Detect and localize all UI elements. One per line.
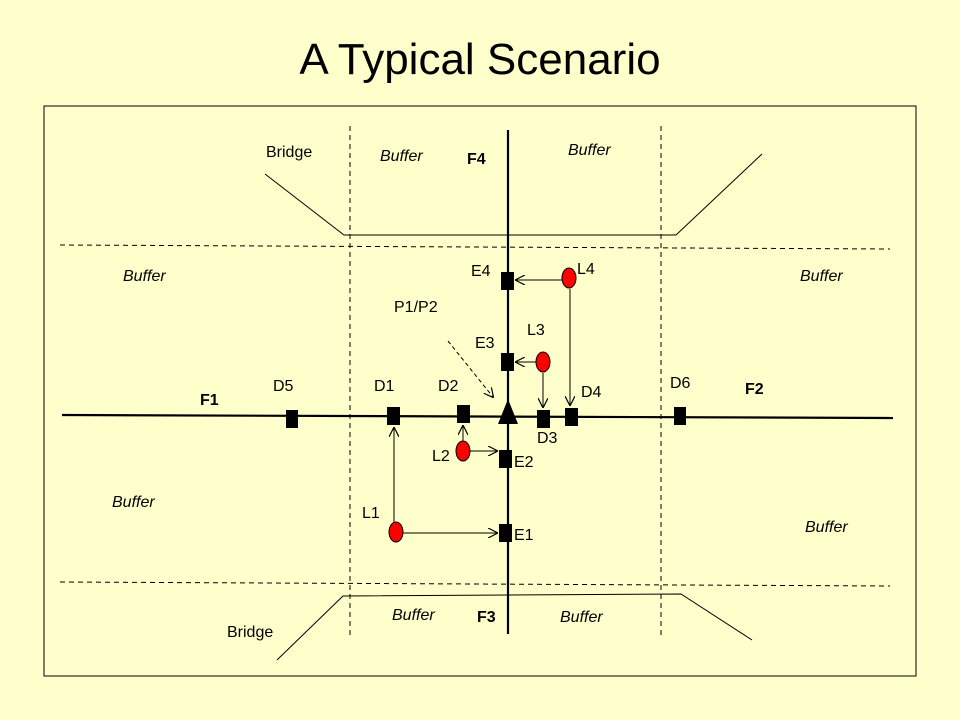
bridge-top-shape <box>264 153 763 236</box>
light-label-l1: L1 <box>362 505 380 522</box>
buffer-label-top-right: Buffer <box>568 142 611 159</box>
light-node-l2[interactable] <box>455 440 471 462</box>
exit-node-e3[interactable] <box>501 353 514 371</box>
buffer-label-bottom-right: Buffer <box>560 609 603 626</box>
detector-label-d2: D2 <box>438 378 459 395</box>
arrow-p1p2-to-junction <box>447 340 493 397</box>
exit-node-e2[interactable] <box>499 450 512 468</box>
buffer-label-right-upper: Buffer <box>800 268 843 285</box>
flow-label-f4: F4 <box>467 151 486 168</box>
buffer-boundary-top <box>59 244 891 250</box>
page-title: A Typical Scenario <box>299 35 661 84</box>
light-node-l1[interactable] <box>388 521 404 543</box>
junction-triangle[interactable] <box>498 399 518 424</box>
buffer-label-left-lower: Buffer <box>112 494 155 511</box>
bridge-label-bottom: Bridge <box>227 624 273 641</box>
flow-label-f1: F1 <box>200 392 219 409</box>
light-node-l3[interactable] <box>535 351 551 373</box>
exit-label-e3: E3 <box>475 335 495 352</box>
detector-node-d5[interactable] <box>286 410 298 428</box>
light-label-l3: L3 <box>527 322 545 339</box>
detector-node-d3[interactable] <box>537 410 550 428</box>
exit-node-e4[interactable] <box>501 272 514 290</box>
light-label-l4: L4 <box>577 261 595 278</box>
detector-node-d6[interactable] <box>674 407 686 425</box>
detector-label-d1: D1 <box>374 378 395 395</box>
exit-node-e1[interactable] <box>499 524 512 542</box>
detector-node-d1[interactable] <box>387 407 400 425</box>
exit-label-e4: E4 <box>471 263 491 280</box>
buffer-label-top-left: Buffer <box>380 148 423 165</box>
light-node-l4[interactable] <box>561 267 577 289</box>
detector-label-d5: D5 <box>273 378 294 395</box>
buffer-label-right-lower: Buffer <box>805 519 848 536</box>
exit-label-e2: E2 <box>514 454 534 471</box>
light-label-l2: L2 <box>432 448 450 465</box>
detector-node-d4[interactable] <box>565 408 578 426</box>
buffer-boundary-bottom <box>59 581 891 587</box>
detector-label-d4: D4 <box>581 384 602 401</box>
buffer-label-bottom-left: Buffer <box>392 607 435 624</box>
junction-label: P1/P2 <box>394 299 438 316</box>
detector-node-d2[interactable] <box>457 405 470 423</box>
detector-label-d3: D3 <box>537 430 558 447</box>
buffer-label-left-upper: Buffer <box>123 268 166 285</box>
bridge-label-top: Bridge <box>266 144 312 161</box>
flow-label-f2: F2 <box>745 381 764 398</box>
detector-label-d6: D6 <box>670 375 691 392</box>
road-horizontal <box>61 413 894 420</box>
diagram-frame <box>43 105 917 677</box>
flow-label-f3: F3 <box>477 609 496 626</box>
exit-label-e1: E1 <box>514 527 534 544</box>
bridge-bottom-shape <box>276 593 753 661</box>
